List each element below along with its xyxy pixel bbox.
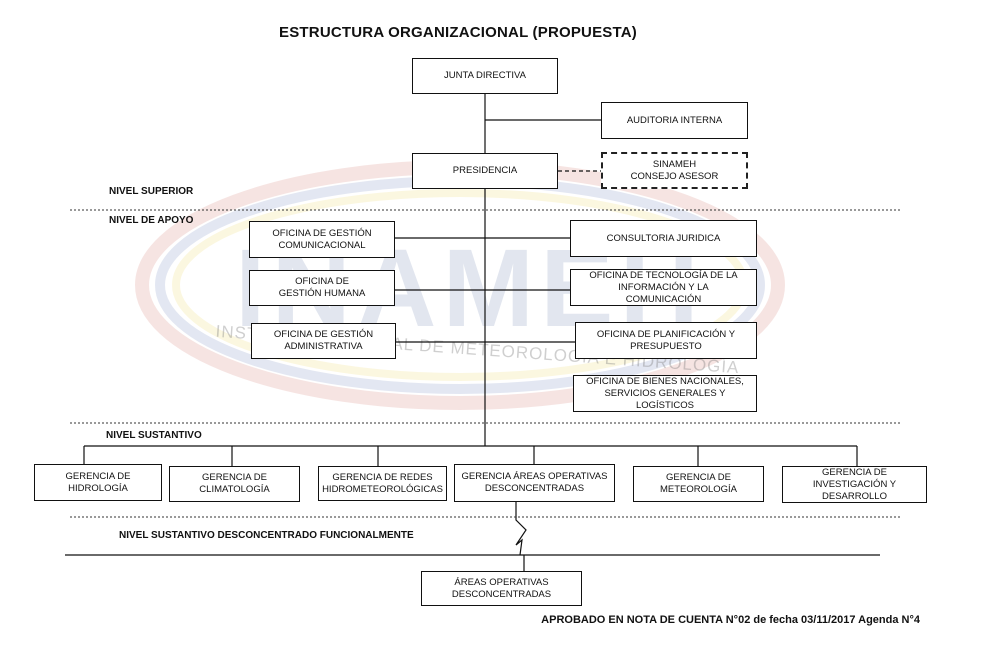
org-unit-gerencia-hidrologia: GERENCIA DE HIDROLOGÍA bbox=[34, 464, 162, 501]
org-unit-gestion-humana: OFICINA DE GESTIÓN HUMANA bbox=[249, 270, 395, 306]
org-unit-gerencia-areas-operativas: GERENCIA ÁREAS OPERATIVAS DESCONCENTRADA… bbox=[454, 464, 615, 502]
level-label-sustantivo: NIVEL SUSTANTIVO bbox=[106, 430, 202, 441]
org-unit-planificacion-presupuesto: OFICINA DE PLANIFICACIÓN Y PRESUPUESTO bbox=[575, 322, 757, 359]
org-unit-gestion-administrativa: OFICINA DE GESTIÓN ADMINISTRATIVA bbox=[251, 323, 396, 359]
org-unit-gerencia-climatologia: GERENCIA DE CLIMATOLOGÍA bbox=[169, 466, 300, 502]
approval-note: APROBADO EN NOTA DE CUENTA N°02 de fecha… bbox=[541, 614, 920, 626]
level-label-desconcentrado: NIVEL SUSTANTIVO DESCONCENTRADO FUNCIONA… bbox=[119, 530, 414, 541]
org-unit-sinameh-consejo-asesor: SINAMEH CONSEJO ASESOR bbox=[601, 152, 748, 189]
org-unit-presidencia: PRESIDENCIA bbox=[412, 153, 558, 189]
org-unit-bienes-nacionales: OFICINA DE BIENES NACIONALES, SERVICIOS … bbox=[573, 375, 757, 412]
org-unit-gerencia-investigacion: GERENCIA DE INVESTIGACIÓN Y DESARROLLO bbox=[782, 466, 927, 503]
org-unit-tecnologia-informacion: OFICINA DE TECNOLOGÍA DE LA INFORMACIÓN … bbox=[570, 269, 757, 306]
page-title: ESTRUCTURA ORGANIZACIONAL (PROPUESTA) bbox=[279, 24, 637, 41]
level-label-superior: NIVEL SUPERIOR bbox=[109, 186, 194, 197]
org-unit-junta-directiva: JUNTA DIRECTIVA bbox=[412, 58, 558, 94]
org-unit-auditoria-interna: AUDITORIA INTERNA bbox=[601, 102, 748, 139]
level-label-apoyo: NIVEL DE APOYO bbox=[109, 215, 194, 226]
org-unit-gestion-comunicacional: OFICINA DE GESTIÓN COMUNICACIONAL bbox=[249, 221, 395, 258]
org-unit-gerencia-meteorologia: GERENCIA DE METEOROLOGÍA bbox=[633, 466, 764, 502]
org-unit-gerencia-redes: GERENCIA DE REDES HIDROMETEOROLÓGICAS bbox=[318, 466, 447, 501]
org-unit-areas-operativas: ÁREAS OPERATIVAS DESCONCENTRADAS bbox=[421, 571, 582, 606]
org-unit-consultoria-juridica: CONSULTORIA JURIDICA bbox=[570, 220, 757, 257]
